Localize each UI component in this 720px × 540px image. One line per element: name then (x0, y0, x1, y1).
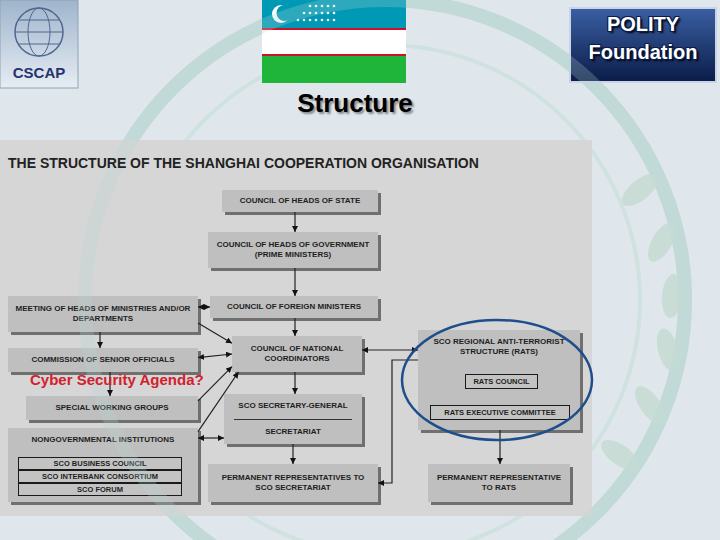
commission-box: COMMISSION OF SENIOR OFFICIALS (8, 348, 198, 372)
watermark-leaf (629, 381, 671, 429)
box-text: COMMISSION OF SENIOR OFFICIALS (31, 355, 174, 365)
box-text: SCO REGIONAL ANTI-TERRORIST STRUCTURE (R… (426, 337, 572, 358)
connector-arrow (378, 360, 418, 483)
cscap-globe (15, 8, 63, 56)
callout-note: Cyber Security Agenda? (30, 371, 230, 389)
connector-arrow (198, 372, 239, 432)
connector-arrow (109, 372, 110, 396)
logo-text: CSCAP (0, 64, 78, 82)
council-box: COUNCIL OF HEADS OF GOVERNMENT (PRIME MI… (208, 232, 378, 268)
rats-sub-box: RATS EXECUTIVE COMMITTEE (430, 405, 570, 420)
connector-arrow (198, 323, 232, 343)
box-text: SCO SECRETARY-GENERAL (234, 394, 352, 420)
connector-arrow (499, 430, 500, 464)
watermark-leaf (660, 273, 684, 319)
watermark-leaf (596, 434, 644, 476)
flag-band (262, 30, 406, 54)
box-text: COUNCIL OF NATIONAL COORDINATORS (238, 344, 356, 365)
box-text: PERMANENT REPRESENTATIVE TO RATS (434, 473, 564, 494)
connector-arrow (294, 268, 295, 296)
box-text: COUNCIL OF HEADS OF STATE (240, 196, 360, 206)
flag-crescent (277, 5, 293, 21)
box-text: NONGOVERNMENTAL INSTITUTIONS (16, 435, 190, 445)
council-box: COUNCIL OF FOREIGN MINISTERS (210, 296, 378, 318)
cscap-globe (19, 44, 59, 45)
connector-arrow (294, 372, 295, 394)
working-group-box: SPECIAL WORKING GROUPS (26, 396, 198, 420)
logo-text: Foundation (570, 40, 716, 64)
box-text: SCO FORUM (77, 485, 123, 494)
watermark-leaf (617, 168, 664, 212)
cscap-logo (0, 0, 78, 88)
connector-arrow (198, 367, 232, 401)
connector-arrow (99, 332, 100, 348)
institution-box: SCO BUSINESS COUNCIL (18, 457, 182, 470)
box-text: SECRETARIAT (234, 420, 352, 445)
box-text: SCO INTERBANK CONSORTIUM (42, 472, 158, 481)
watermark-leaf (653, 326, 684, 374)
box-text: COUNCIL OF HEADS OF GOVERNMENT (PRIME MI… (214, 240, 372, 261)
flag-band (262, 54, 406, 56)
rats-box: SCO REGIONAL ANTI-TERRORIST STRUCTURE (R… (418, 330, 580, 430)
box-text: SPECIAL WORKING GROUPS (55, 403, 168, 413)
box-text: MEETING OF HEADS OF MINISTRIES AND/OR DE… (14, 304, 192, 325)
secretariat-box: SCO SECRETARY-GENERALSECRETARIAT (224, 394, 362, 444)
chart-heading: THE STRUCTURE OF THE SHANGHAI COOPERATIO… (8, 155, 593, 172)
connector-arrow (198, 354, 232, 358)
box-text: RATS EXECUTIVE COMMITTEE (444, 408, 556, 417)
logo-text: POLITY (570, 12, 716, 36)
cscap-globe (19, 20, 59, 21)
rats-sub-box: RATS COUNCIL (465, 374, 538, 389)
highlight-ellipse (402, 320, 592, 440)
meeting-box: MEETING OF HEADS OF MINISTRIES AND/OR DE… (8, 296, 198, 332)
watermark-leaf (642, 218, 681, 266)
connector-arrow (294, 318, 295, 336)
slide-title: Structure (255, 88, 455, 119)
council-box: COUNCIL OF NATIONAL COORDINATORS (232, 336, 362, 372)
flag-band (262, 0, 406, 28)
connector-arrow (198, 306, 210, 307)
representative-box: PERMANENT REPRESENTATIVE TO RATS (428, 464, 570, 502)
flag-band (262, 28, 406, 30)
institutions-box: NONGOVERNMENTAL INSTITUTIONS SCO BUSINESS… (8, 428, 198, 502)
watermark-ring (85, 0, 685, 540)
institution-box: SCO FORUM (18, 483, 182, 496)
cscap-globe (15, 32, 63, 33)
flag-stars (297, 5, 336, 22)
box-text: COUNCIL OF FOREIGN MINISTERS (227, 302, 361, 312)
flag-band (262, 56, 406, 83)
polity-logo (570, 8, 716, 82)
connector-arrow (362, 349, 418, 350)
connector-arrow (198, 437, 224, 438)
representative-box: PERMANENT REPRESENTATIVES TO SCO SECRETA… (208, 464, 378, 502)
box-text: PERMANENT REPRESENTATIVES TO SCO SECRETA… (214, 473, 372, 494)
connector-arrow (292, 444, 293, 464)
box-text: SCO BUSINESS COUNCIL (54, 459, 147, 468)
chart-panel (0, 140, 592, 516)
institution-box: SCO INTERBANK CONSORTIUM (18, 470, 182, 483)
council-box: COUNCIL OF HEADS OF STATE (222, 190, 378, 212)
box-text: RATS COUNCIL (473, 377, 529, 386)
connector-arrow (294, 212, 295, 232)
